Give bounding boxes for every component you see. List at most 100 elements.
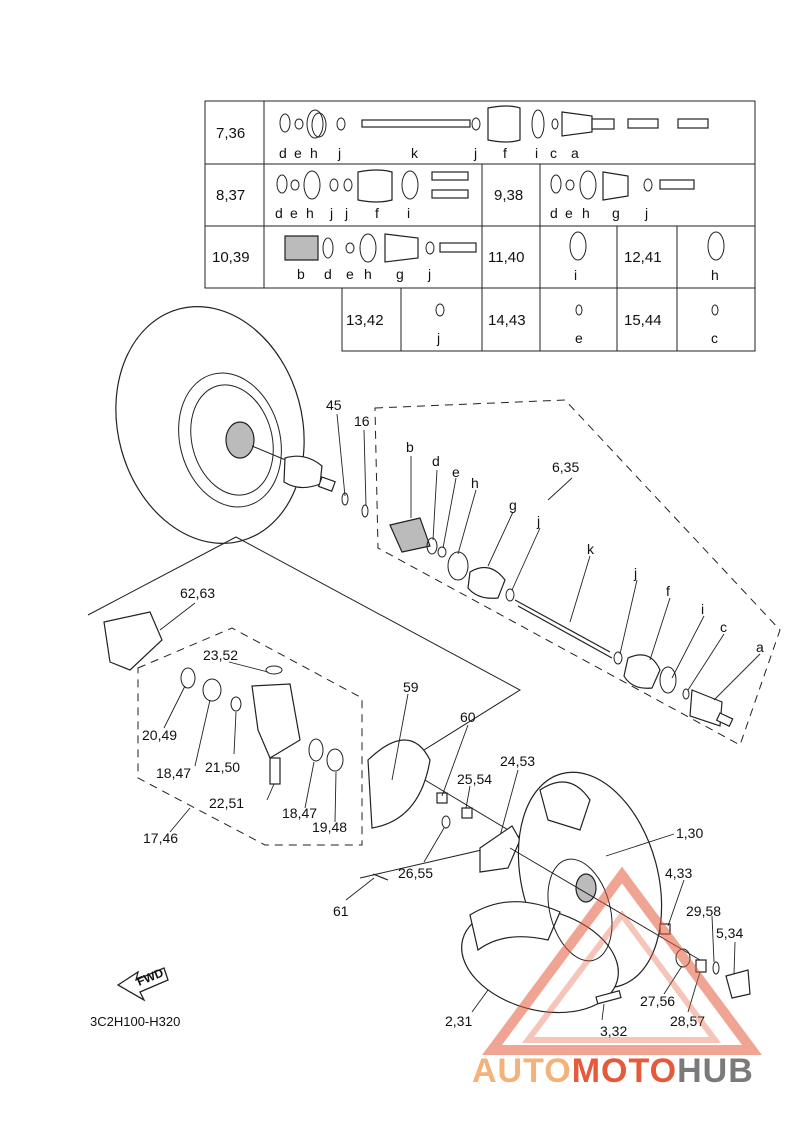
table-letter: h <box>310 145 318 161</box>
table-letter: d <box>550 205 558 221</box>
table-row-label: 15,44 <box>624 312 662 329</box>
table-letter: i <box>535 145 538 161</box>
callout-j: j <box>536 513 540 529</box>
callout-1-30: 1,30 <box>676 825 703 841</box>
driveshaft-group-outline <box>374 399 781 746</box>
hub-group-outline <box>87 536 527 879</box>
upper-callouts <box>336 413 761 701</box>
table-letter: j <box>473 145 477 161</box>
table-letter: h <box>306 205 314 221</box>
row3-parts <box>284 233 477 263</box>
callout-25-54: 25,54 <box>457 771 492 787</box>
callout-a: a <box>756 639 764 655</box>
table-letter: j <box>337 145 341 161</box>
callout-e: e <box>452 464 460 480</box>
table-letter: f <box>503 145 507 161</box>
callout-k: k <box>587 541 595 557</box>
table-row-label: 7,36 <box>216 125 245 142</box>
table-letter: e <box>290 205 298 221</box>
knuckle-group-outline <box>137 627 363 846</box>
table-letter: j <box>329 205 333 221</box>
table-letter: e <box>294 145 302 161</box>
callout-21-50: 21,50 <box>205 759 240 775</box>
callout-61: 61 <box>333 903 349 919</box>
table-letter: h <box>364 266 372 282</box>
row1-parts <box>279 105 709 143</box>
driveshaft-parts <box>341 492 734 727</box>
callout-62-63: 62,63 <box>180 585 215 601</box>
wheel-callout-leaders <box>471 833 736 1021</box>
callout-22-51: 22,51 <box>209 795 244 811</box>
table-letter: g <box>396 266 404 282</box>
callout-g: g <box>509 497 517 513</box>
callout-4-33: 4,33 <box>665 865 692 881</box>
watermark-part3: HUB <box>677 1052 754 1090</box>
band-clamp-icon <box>569 231 587 261</box>
callout-45: 45 <box>326 397 342 413</box>
automotohub-watermark <box>482 866 762 1055</box>
callout-5-34: 5,34 <box>716 925 743 941</box>
row2b-parts <box>550 170 695 201</box>
callout-27-56: 27,56 <box>640 993 675 1009</box>
callout-60: 60 <box>460 709 476 725</box>
callout-b: b <box>406 439 414 455</box>
table-letter: e <box>565 205 573 221</box>
callout-17-46: 17,46 <box>143 830 178 846</box>
watermark-part2: MOTO <box>572 1052 677 1090</box>
table-letter: b <box>297 266 305 282</box>
wheel-assembly-upper <box>115 306 336 544</box>
table-letter: j <box>344 205 348 221</box>
row2-parts <box>276 169 469 203</box>
watermark-text: AUTOMOTOHUB <box>472 1052 754 1090</box>
callout-d: d <box>432 453 440 469</box>
table-row-label: 14,43 <box>488 312 526 329</box>
table-letter: i <box>574 267 577 283</box>
callout-j: j <box>633 565 637 581</box>
callout-c: c <box>720 619 727 635</box>
table-letter: j <box>427 266 431 282</box>
callout-16: 16 <box>354 413 370 429</box>
callout-f: f <box>666 583 670 599</box>
callout-6-35: 6,35 <box>552 459 579 475</box>
table-letter: k <box>411 145 419 161</box>
callout-28-57: 28,57 <box>670 1013 705 1029</box>
band-clamp-icon <box>707 231 725 261</box>
callout-29-58: 29,58 <box>686 903 721 919</box>
callout-24-53: 24,53 <box>500 753 535 769</box>
circlip-icon <box>711 304 719 316</box>
callout-18-47: 18,47 <box>156 765 191 781</box>
table-letter: d <box>324 266 332 282</box>
diagram-reference-code: 3C2H100-H320 <box>90 1014 180 1029</box>
fwd-arrow-icon: FWD <box>116 965 169 1002</box>
table-letter: i <box>407 205 410 221</box>
table-letter: j <box>436 330 440 346</box>
table-letter: d <box>275 205 283 221</box>
table-letter: h <box>582 205 590 221</box>
lower-callout-leaders <box>159 602 519 901</box>
callout-18-47: 18,47 <box>282 805 317 821</box>
callout-i: i <box>701 601 704 617</box>
wheel-assembly-lower <box>461 771 751 1014</box>
table-letter: e <box>575 330 583 346</box>
table-letter: e <box>346 266 354 282</box>
table-row-label: 9,38 <box>494 187 523 204</box>
table-letter: c <box>711 330 718 346</box>
parts-kit-table: 7,36 8,37 9,38 10,39 11,40 12,41 13,42 1… <box>204 100 756 352</box>
table-row-label: 8,37 <box>216 187 245 204</box>
band-clamp-icon <box>435 303 445 317</box>
table-letter: a <box>571 145 579 161</box>
table-row-label: 12,41 <box>624 249 662 266</box>
callout-3-32: 3,32 <box>600 1023 627 1039</box>
callout-26-55: 26,55 <box>398 865 433 881</box>
knuckle-parts <box>103 611 473 881</box>
callout-59: 59 <box>403 679 419 695</box>
callout-19-48: 19,48 <box>312 819 347 835</box>
table-letter: g <box>612 205 620 221</box>
table-letter: c <box>550 145 557 161</box>
circlip-icon <box>575 304 583 316</box>
table-row-label: 11,40 <box>488 249 524 266</box>
callout-h: h <box>471 475 479 491</box>
callout-2-31: 2,31 <box>445 1013 472 1029</box>
table-letter: j <box>644 205 648 221</box>
